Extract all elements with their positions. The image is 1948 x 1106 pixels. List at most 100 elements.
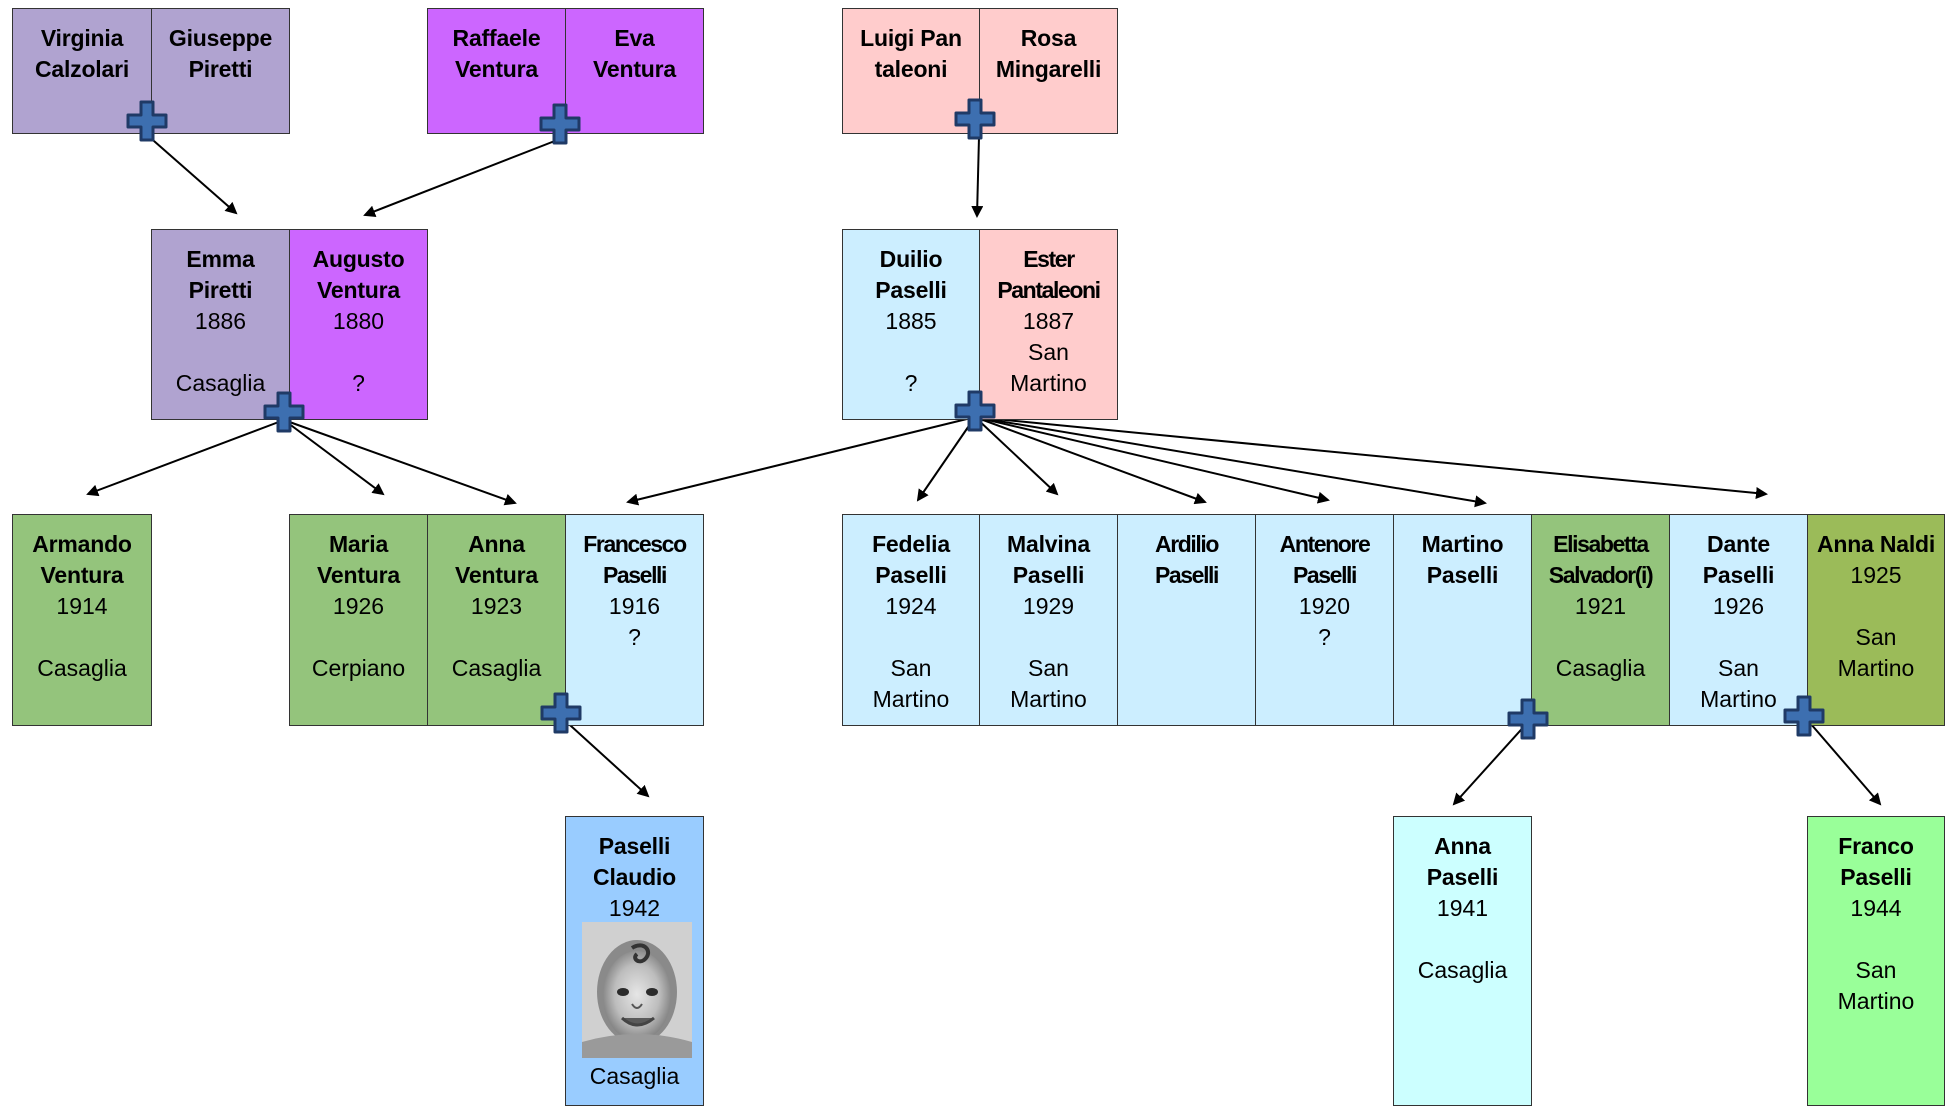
person-name: Paselli Claudio [593, 833, 676, 890]
person-birth-year: 1924 [885, 593, 937, 619]
person-birth-place: San Martino [1010, 339, 1087, 396]
person-card-ester-pantaleoni[interactable]: Ester Pantaleoni 1887 San Martino [979, 229, 1118, 420]
person-card-augusto-ventura[interactable]: Augusto Ventura 1880 ? [289, 229, 428, 420]
person-name: Antenore Paselli [1279, 531, 1371, 588]
plus-icon[interactable] [124, 98, 170, 144]
person-spacer [1808, 924, 1944, 955]
person-name: Giuseppe Piretti [168, 25, 273, 82]
person-birth-year: 1923 [470, 593, 523, 619]
person-spacer [290, 622, 427, 653]
person-name: Armando Ventura [32, 531, 132, 588]
person-name: Ester Pantaleoni [997, 246, 1101, 303]
person-card-virginia-calzolari[interactable]: Virginia Calzolari [12, 8, 152, 134]
person-birth-place: Cerpiano [311, 655, 406, 681]
person-spacer [843, 622, 979, 653]
person-birth-place: San Martino [1837, 957, 1915, 1014]
person-name: Duilio Paselli [875, 246, 947, 303]
person-birth-place: San Martino [872, 655, 950, 712]
plus-icon[interactable] [537, 101, 583, 147]
person-birth-year: 1921 [1574, 593, 1627, 619]
edge-arrow [971, 136, 984, 218]
person-card-elisabetta-salvador[interactable]: Elisabetta Salvador(i) 1921 Casaglia [1531, 514, 1670, 726]
person-birth-place: Casaglia [1417, 957, 1508, 983]
edge-arrow [974, 416, 1330, 504]
person-card-anna-paselli[interactable]: Anna Paselli 1941 Casaglia [1393, 816, 1532, 1106]
person-card-raffaele-ventura[interactable]: Raffaele Ventura [427, 8, 566, 134]
person-spacer [1808, 591, 1944, 622]
person-card-armando-ventura[interactable]: Armando Ventura 1914 Casaglia [12, 514, 152, 726]
person-name: Emma Piretti [186, 246, 255, 303]
person-name: Franco Paselli [1838, 833, 1914, 890]
person-birth-place: ? [904, 370, 918, 396]
person-card-dante-paselli[interactable]: Dante Paselli 1926 San Martino [1669, 514, 1808, 726]
person-name: Ardilio Paselli [1154, 531, 1219, 588]
plus-icon[interactable] [261, 389, 307, 435]
person-name: Dante Paselli [1702, 531, 1775, 588]
plus-icon[interactable] [1505, 696, 1551, 742]
person-name: Augusto Ventura [312, 246, 405, 303]
person-birth-year: 1926 [332, 593, 385, 619]
person-birth-year: 1942 [608, 895, 661, 921]
plus-icon[interactable] [952, 388, 998, 434]
person-card-anna-ventura[interactable]: Anna Ventura 1923 Casaglia [427, 514, 566, 726]
person-spacer [428, 622, 565, 653]
person-card-franco-paselli[interactable]: Franco Paselli 1944 San Martino [1807, 816, 1945, 1106]
plus-icon[interactable] [952, 96, 998, 142]
edge-arrow [974, 416, 1487, 508]
person-card-antenore-paselli[interactable]: Antenore Paselli 1920 ? [1255, 514, 1394, 726]
person-birth-year: 1929 [1022, 593, 1075, 619]
edge-arrow [974, 416, 1207, 505]
person-birth-year: 1916 [608, 593, 661, 619]
edge-arrow [1803, 715, 1882, 806]
person-birth-year: 1926 [1712, 593, 1765, 619]
person-birth-place: Casaglia [37, 655, 127, 681]
person-card-malvina-paselli[interactable]: Malvina Paselli 1929 San Martino [979, 514, 1118, 726]
person-name: Virginia Calzolari [34, 25, 130, 82]
edge-arrow [974, 416, 1059, 496]
person-birth-place: ? [352, 370, 365, 396]
person-spacer [1670, 622, 1807, 653]
person-card-eva-ventura[interactable]: Eva Ventura [565, 8, 704, 134]
person-birth-year: 1914 [56, 593, 108, 619]
person-card-giuseppe-piretti[interactable]: Giuseppe Piretti [151, 8, 290, 134]
person-name: Maria Ventura [317, 531, 400, 588]
person-card-rosa-mingarelli[interactable]: Rosa Mingarelli [979, 8, 1118, 134]
person-card-ardilio-paselli[interactable]: Ardilio Paselli [1117, 514, 1256, 726]
person-spacer [1532, 622, 1669, 653]
person-birth-place: ? [628, 624, 641, 650]
person-spacer [980, 622, 1117, 653]
person-birth-place: San Martino [1837, 624, 1915, 681]
person-birth-year: 1920 [1298, 593, 1351, 619]
person-birth-place: ? [1318, 624, 1331, 650]
edge-arrow [559, 715, 650, 798]
person-spacer [1394, 924, 1531, 955]
person-name: Elisabetta Salvador(i) [1548, 531, 1654, 588]
person-card-duilio-paselli[interactable]: Duilio Paselli 1885 ? [842, 229, 980, 420]
person-name: Martino Paselli [1421, 531, 1504, 588]
person-birth-place: Casaglia [589, 1063, 680, 1089]
person-name: Anna Paselli [1426, 833, 1499, 890]
edge-arrow [283, 419, 517, 506]
person-card-maria-ventura[interactable]: Maria Ventura 1926 Cerpiano [289, 514, 428, 726]
edge-arrow [626, 416, 976, 506]
edge-arrow [283, 419, 385, 496]
edge-arrow [1452, 721, 1529, 806]
person-card-francesco-paselli[interactable]: Francesco Paselli 1916 ? [565, 514, 704, 726]
plus-icon[interactable] [538, 690, 584, 736]
person-card-anna-naldi[interactable]: Anna Naldi 1925 San Martino [1807, 514, 1945, 726]
person-spacer [152, 337, 289, 368]
person-birth-year: 1944 [1850, 895, 1902, 921]
person-birth-place: Casaglia [451, 655, 542, 681]
edge-arrow [86, 419, 285, 497]
person-name: Fedelia Paselli [872, 531, 950, 588]
person-birth-place: San Martino [1700, 655, 1777, 712]
person-name: Eva Ventura [593, 25, 676, 82]
person-birth-year: 1880 [332, 308, 385, 334]
person-card-martino-paselli[interactable]: Martino Paselli [1393, 514, 1532, 726]
person-name: Francesco Paselli [583, 531, 687, 588]
person-spacer [843, 337, 979, 368]
plus-icon[interactable] [1781, 693, 1827, 739]
person-card-fedelia-paselli[interactable]: Fedelia Paselli 1924 San Martino [842, 514, 980, 726]
